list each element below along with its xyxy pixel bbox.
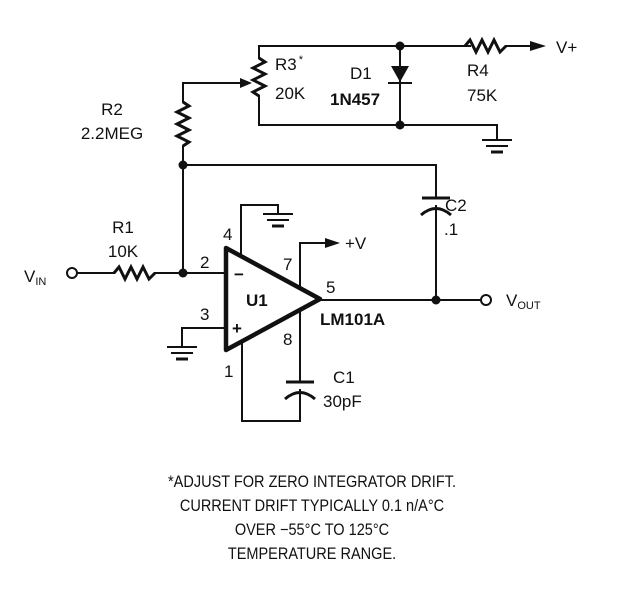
r4-resistor [463, 36, 508, 56]
c1-ref-label: C1 [333, 368, 355, 387]
vplus-top-label: V+ [556, 38, 577, 57]
footnote: *ADJUST FOR ZERO INTEGRATOR DRIFT. CURRE… [37, 470, 586, 566]
pin5-label: 5 [326, 278, 335, 297]
c1-value-label: 30pF [323, 392, 362, 411]
d1-value-label: 1N457 [330, 90, 380, 109]
r4-value-label: 75K [467, 86, 498, 105]
vout-label: VOUT [506, 291, 541, 312]
footnote-line: *ADJUST FOR ZERO INTEGRATOR DRIFT. [167, 473, 457, 491]
r2-ref-label: R2 [101, 100, 123, 119]
r1-ref-label: R1 [112, 218, 134, 237]
vplus-arrow-icon [530, 41, 546, 51]
r3-ref-label: R3* [275, 54, 304, 74]
r2-value-label: 2.2MEG [81, 124, 143, 143]
u1-opamp [167, 204, 492, 422]
pin3-label: 3 [200, 305, 209, 324]
vin-terminal[interactable] [66, 267, 78, 279]
r2-resistor [173, 100, 193, 148]
footnote-line: CURRENT DRIFT TYPICALLY 0.1 n/A°C [179, 497, 445, 515]
r3-wiper-arrow [240, 78, 252, 88]
junction-dot [395, 120, 405, 130]
pin4-label: 4 [223, 225, 232, 244]
inv-input-symbol: − [234, 265, 244, 284]
pin7-label: 7 [283, 255, 292, 274]
r3-potentiometer [249, 56, 269, 98]
c2-value-label: .1 [444, 220, 458, 239]
u1-ref-label: U1 [246, 291, 268, 310]
pin8-label: 8 [283, 330, 292, 349]
plus-v-arrow-icon [325, 238, 340, 248]
r1-value-label: 10K [108, 242, 139, 261]
pin1-label: 1 [224, 362, 233, 381]
junction-dot [178, 268, 188, 278]
ground-icon [167, 346, 197, 361]
footnote-line: TEMPERATURE RANGE. [227, 545, 397, 563]
r2-column [173, 82, 437, 274]
r3-value-label: 20K [275, 84, 306, 103]
junction-dot [395, 41, 405, 51]
d1-ref-label: D1 [350, 64, 372, 83]
ground-icon [482, 139, 512, 154]
r1-resistor [112, 263, 157, 283]
ground-icon [263, 213, 293, 228]
u1-part-label: LM101A [320, 310, 385, 329]
c2-ref-label: C2 [445, 196, 467, 215]
vin-label: VIN [24, 267, 46, 288]
plus-v-amp-label: +V [345, 234, 367, 253]
r4-ref-label: R4 [467, 61, 489, 80]
noninv-input-symbol: + [232, 319, 242, 338]
pin2-label: 2 [200, 253, 209, 272]
footnote-line: OVER −55°C TO 125°C [234, 521, 390, 539]
vout-terminal[interactable] [480, 294, 492, 306]
opamp-triangle [223, 245, 323, 353]
r3-diode-network [240, 36, 546, 154]
d1-diode-icon [391, 66, 409, 82]
input-section [66, 263, 227, 283]
